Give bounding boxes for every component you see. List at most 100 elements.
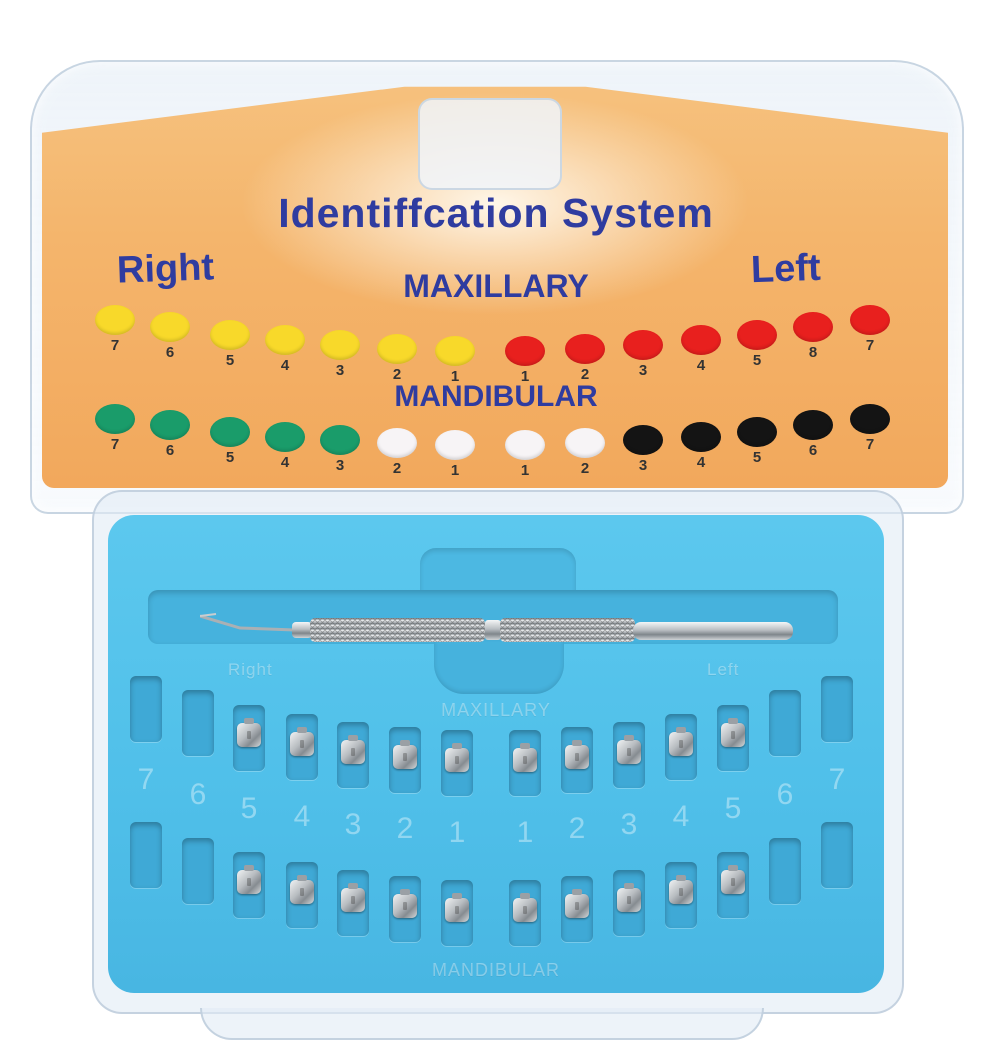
- card-label-mandibular: MANDIBULAR: [394, 380, 598, 413]
- maxillary-bracket-slot[interactable]: [717, 705, 749, 771]
- mandibular-bracket-slot[interactable]: [182, 838, 214, 904]
- mandibular-bracket-slot[interactable]: [233, 852, 265, 918]
- bracket-icon[interactable]: [721, 718, 745, 747]
- lid-latch-tab[interactable]: [418, 98, 562, 190]
- maxillary-dot: [623, 330, 663, 360]
- maxillary-bracket-slot[interactable]: [337, 722, 369, 788]
- bracket-placement-instrument-icon[interactable]: [200, 610, 800, 650]
- bracket-icon[interactable]: [393, 740, 417, 769]
- maxillary-bracket-slot[interactable]: [561, 727, 593, 793]
- mandibular-dot-number: 1: [520, 462, 530, 479]
- mandibular-dot: [95, 404, 135, 434]
- tray-label-right: Right: [228, 660, 273, 679]
- maxillary-bracket-slot[interactable]: [509, 730, 541, 796]
- mandibular-dot-number: 7: [865, 436, 875, 453]
- maxillary-dot-number: 8: [808, 344, 818, 361]
- mandibular-dot-number: 5: [225, 449, 235, 466]
- bracket-icon[interactable]: [445, 893, 469, 922]
- mandibular-bracket-slot[interactable]: [561, 876, 593, 942]
- bracket-icon[interactable]: [565, 740, 589, 769]
- mandibular-dot: [565, 428, 605, 458]
- mandibular-bracket-slot[interactable]: [717, 852, 749, 918]
- bracket-icon[interactable]: [513, 893, 537, 922]
- tray-tooth-number: 5: [724, 792, 742, 825]
- mandibular-dot: [377, 428, 417, 458]
- maxillary-dot: [210, 320, 250, 350]
- tray-tooth-number: 2: [568, 812, 586, 845]
- maxillary-bracket-slot[interactable]: [286, 714, 318, 780]
- mandibular-dot: [793, 410, 833, 440]
- case-base-lip: [200, 1008, 764, 1040]
- mandibular-bracket-slot[interactable]: [509, 880, 541, 946]
- tray-tooth-number: 7: [137, 763, 155, 796]
- mandibular-dot: [435, 430, 475, 460]
- bracket-icon[interactable]: [721, 865, 745, 894]
- maxillary-dot: [505, 336, 545, 366]
- mandibular-bracket-slot[interactable]: [769, 838, 801, 904]
- bracket-icon[interactable]: [341, 883, 365, 912]
- maxillary-dot: [435, 336, 475, 366]
- tray-tooth-number: 4: [672, 800, 690, 833]
- bracket-icon[interactable]: [290, 875, 314, 904]
- maxillary-bracket-slot[interactable]: [613, 722, 645, 788]
- maxillary-dot: [377, 334, 417, 364]
- mandibular-bracket-slot[interactable]: [441, 880, 473, 946]
- bracket-icon[interactable]: [565, 889, 589, 918]
- maxillary-dot-number: 4: [280, 357, 290, 374]
- bracket-icon[interactable]: [237, 865, 261, 894]
- bracket-icon[interactable]: [237, 718, 261, 747]
- maxillary-dot: [850, 305, 890, 335]
- bracket-icon[interactable]: [393, 889, 417, 918]
- maxillary-bracket-slot[interactable]: [389, 727, 421, 793]
- maxillary-bracket-slot[interactable]: [821, 676, 853, 742]
- bracket-icon[interactable]: [445, 743, 469, 772]
- mandibular-bracket-slot[interactable]: [613, 870, 645, 936]
- mandibular-dot: [210, 417, 250, 447]
- maxillary-bracket-slot[interactable]: [665, 714, 697, 780]
- bracket-icon[interactable]: [669, 875, 693, 904]
- bracket-icon[interactable]: [669, 727, 693, 756]
- mandibular-bracket-slot[interactable]: [130, 822, 162, 888]
- maxillary-dot-number: 3: [638, 362, 648, 379]
- mandibular-dot-number: 4: [280, 454, 290, 471]
- mandibular-dot: [850, 404, 890, 434]
- tray-tooth-number: 2: [396, 812, 414, 845]
- mandibular-bracket-slot[interactable]: [337, 870, 369, 936]
- bracket-icon[interactable]: [617, 735, 641, 764]
- tray-tooth-number: 6: [189, 778, 207, 811]
- maxillary-dot: [150, 312, 190, 342]
- maxillary-bracket-slot[interactable]: [769, 690, 801, 756]
- mandibular-dot: [150, 410, 190, 440]
- maxillary-dot-number: 4: [696, 357, 706, 374]
- maxillary-bracket-slot[interactable]: [441, 730, 473, 796]
- maxillary-dot: [565, 334, 605, 364]
- maxillary-bracket-slot[interactable]: [182, 690, 214, 756]
- maxillary-dot-number: 1: [520, 368, 530, 385]
- mandibular-dot-number: 1: [450, 462, 460, 479]
- bracket-icon[interactable]: [290, 727, 314, 756]
- bracket-icon[interactable]: [617, 883, 641, 912]
- mandibular-dot: [265, 422, 305, 452]
- mandibular-dot: [681, 422, 721, 452]
- maxillary-dot-number: 1: [450, 368, 460, 385]
- maxillary-bracket-slot[interactable]: [130, 676, 162, 742]
- tray-tooth-number: 1: [516, 816, 534, 849]
- mandibular-bracket-slot[interactable]: [821, 822, 853, 888]
- maxillary-bracket-slot[interactable]: [233, 705, 265, 771]
- tray-tooth-number: 3: [620, 808, 638, 841]
- mandibular-bracket-slot[interactable]: [286, 862, 318, 928]
- bracket-icon[interactable]: [341, 735, 365, 764]
- mandibular-bracket-slot[interactable]: [665, 862, 697, 928]
- mandibular-bracket-slot[interactable]: [389, 876, 421, 942]
- mandibular-dot: [320, 425, 360, 455]
- mandibular-dot-number: 2: [580, 460, 590, 477]
- maxillary-dot-number: 2: [580, 366, 590, 383]
- maxillary-dot: [265, 325, 305, 355]
- mandibular-dot: [737, 417, 777, 447]
- tray-label-mandibular: MANDIBULAR: [431, 960, 561, 980]
- maxillary-dot-number: 7: [865, 337, 875, 354]
- maxillary-dot: [737, 320, 777, 350]
- maxillary-dot: [95, 305, 135, 335]
- bracket-icon[interactable]: [513, 743, 537, 772]
- tray-tooth-number: 3: [344, 808, 362, 841]
